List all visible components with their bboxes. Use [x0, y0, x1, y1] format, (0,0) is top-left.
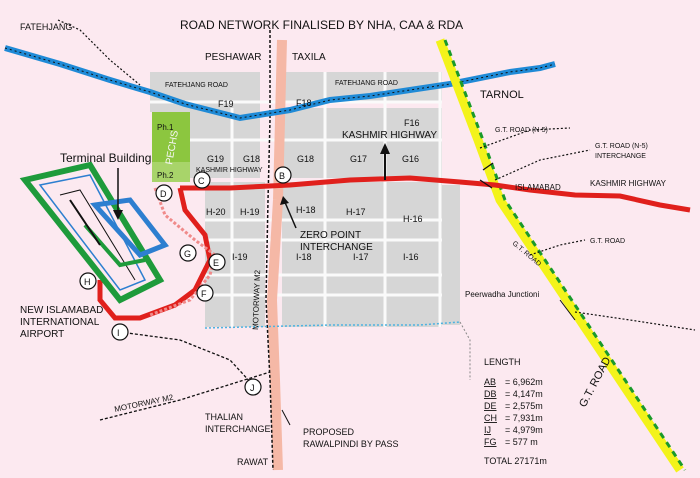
pechs-area: [152, 112, 190, 182]
length-row-5-value: = 577 m: [505, 437, 538, 447]
sector-f16: F16: [404, 118, 420, 128]
svg-text:J: J: [250, 383, 255, 393]
label-islamabad: ISLAMABAD: [515, 183, 561, 192]
sector-i18: I-18: [296, 252, 312, 262]
length-row-0-code: AB: [484, 377, 496, 387]
airport-label-1: NEW ISLAMABAD: [20, 305, 103, 316]
sector-i19: I-19: [232, 252, 248, 262]
label-rawat: RAWAT: [237, 457, 269, 467]
terminal-label: Terminal Building: [60, 151, 151, 165]
svg-text:G: G: [184, 249, 191, 259]
sector-g18: G18: [297, 154, 314, 164]
point-i: I: [111, 323, 129, 341]
airport-access-red: [97, 187, 213, 321]
sector-g19: G19: [207, 154, 224, 164]
label-gt-interchange-1: G.T. ROAD (N-5): [595, 143, 648, 150]
sector-h17: H-17: [346, 207, 366, 217]
zero-point-label-2: INTERCHANGE: [300, 242, 373, 253]
svg-text:F: F: [201, 289, 207, 299]
sector-h19: H-19: [240, 207, 260, 217]
length-row-2-value: = 2,575m: [505, 401, 543, 411]
label-gt-interchange-2: INTERCHANGE: [595, 153, 646, 160]
label-fatehjang-road-1: FATEHJANG ROAD: [165, 82, 228, 89]
label-gt-road-n5: G.T. ROAD (N-5): [495, 127, 548, 134]
svg-text:E: E: [213, 258, 219, 268]
pechs-ph1: Ph.1: [157, 123, 174, 132]
point-g: G: [179, 244, 197, 262]
label-kashmir-highway-top: KASHMIR HIGHWAY: [342, 130, 437, 141]
label-peshawar: PESHAWAR: [205, 52, 262, 63]
length-row-0-value: = 6,962m: [505, 377, 543, 387]
sector-g17: G17: [350, 154, 367, 164]
point-j: J: [244, 378, 262, 396]
gt-road-yellow: [435, 38, 684, 473]
svg-text:B: B: [279, 171, 285, 181]
point-d: D: [155, 184, 173, 202]
length-heading: LENGTH: [484, 357, 521, 367]
length-total: TOTAL 27171m: [484, 456, 547, 466]
airport-label-2: INTERNATIONAL: [20, 317, 100, 328]
length-row-1-value: = 4,147m: [505, 389, 543, 399]
gt-road-green: [443, 39, 687, 471]
length-row-3-value: = 7,931m: [505, 413, 543, 423]
svg-text:C: C: [198, 176, 205, 186]
ij-road: [119, 331, 254, 386]
label-gt-road-small: G.T. ROAD: [590, 238, 625, 245]
sector-i17: I-17: [353, 252, 369, 262]
label-fatehjang-road-2: FATEHJANG ROAD: [335, 80, 398, 87]
point-h: H: [79, 272, 97, 290]
sector-h16: H-16: [403, 214, 423, 224]
zero-point-arrow: [283, 199, 297, 229]
pechs-ph2: Ph.2: [157, 171, 174, 180]
gt-n5-dotted: [479, 127, 571, 149]
label-peerwadha: Peerwadha Junctioni: [465, 290, 539, 299]
length-row-1-code: DB: [484, 389, 497, 399]
sector-g16: G16: [402, 154, 419, 164]
gt-small-dotted: [529, 239, 586, 256]
label-fatehjang: FATEHJANG: [20, 22, 72, 32]
sector-f18: F18: [296, 98, 312, 108]
motorway-m2: [265, 30, 274, 471]
label-taxila: TAXILA: [292, 52, 326, 63]
zero-point-label-1: ZERO POINT: [300, 230, 361, 241]
length-row-4-value: = 4,979m: [505, 425, 543, 435]
sector-f19: F19: [218, 99, 234, 109]
length-row-4-code: IJ: [484, 425, 491, 435]
airport-label-3: AIRPORT: [20, 329, 64, 340]
interchange-dotted: [494, 149, 591, 181]
length-row-3-code: CH: [484, 413, 497, 423]
fatehjang-road-blue: [4, 45, 556, 122]
length-row-5-code: FG: [484, 437, 497, 447]
point-c: C: [193, 171, 211, 189]
sector-streets: [150, 72, 442, 327]
label-kashmir-highway-right: KASHMIR HIGHWAY: [590, 179, 667, 188]
fatehjang-dotted: [57, 19, 141, 86]
sector-g18a: G18: [243, 154, 260, 164]
svg-text:D: D: [160, 189, 167, 199]
thalian-label-1: THALIAN: [205, 412, 243, 422]
label-tarnol: TARNOL: [480, 89, 524, 101]
point-f: F: [196, 284, 214, 302]
bypass-label-2: RAWALPINDI BY PASS: [303, 439, 399, 449]
rawalpindi-bypass: [266, 39, 287, 471]
motorway-m2-bottom: [99, 371, 271, 421]
svg-text:H: H: [84, 277, 91, 287]
point-e: E: [208, 253, 226, 271]
sector-i16: I-16: [403, 252, 419, 262]
sector-h18: H-18: [296, 205, 316, 215]
sector-h20: H-20: [206, 207, 226, 217]
label-kashmir-highway-small: KASHMIR HIGHWAY: [196, 167, 263, 174]
map-title: ROAD NETWORK FINALISED BY NHA, CAA & RDA: [180, 18, 463, 32]
svg-text:I: I: [117, 328, 120, 338]
bypass-label-1: PROPOSED: [303, 427, 355, 437]
length-row-2-code: DE: [484, 401, 497, 411]
length-table: LENGTH AB = 6,962m DB = 4,147m DE = 2,57…: [484, 357, 547, 466]
point-b: B: [274, 166, 292, 184]
label-motorway-vertical: MOTORWAY M2: [251, 269, 262, 330]
kashmir-highway-red: [180, 175, 691, 213]
thalian-label-2: INTERCHANGE: [205, 424, 271, 434]
